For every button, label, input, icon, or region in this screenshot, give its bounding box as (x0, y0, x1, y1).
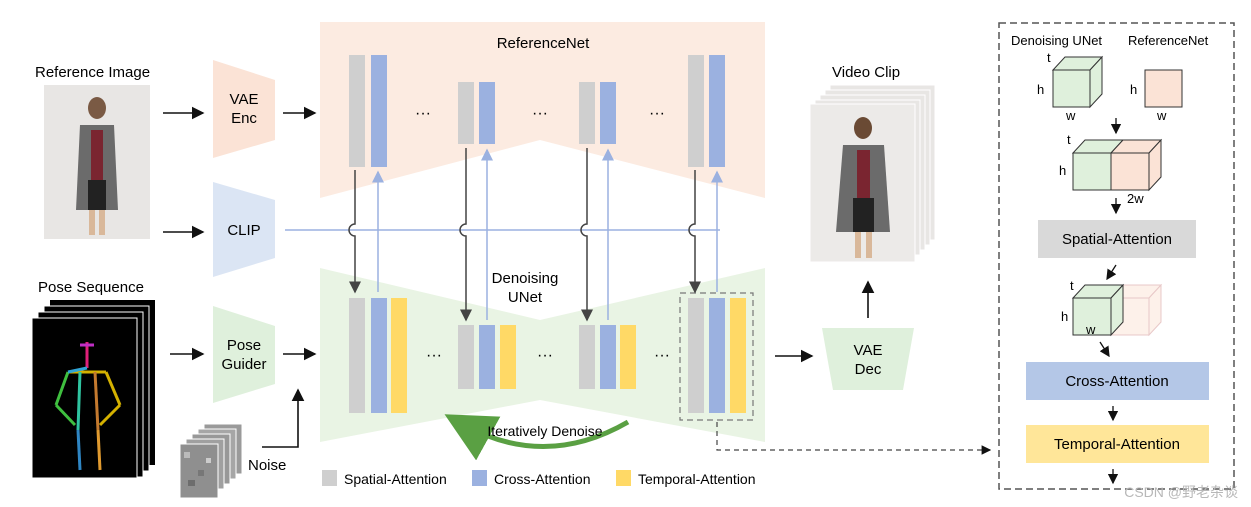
refnet-ellipsis-1: ··· (415, 105, 431, 122)
detail-temporal-attention-label: Temporal-Attention (1054, 436, 1180, 453)
unet-layers (349, 298, 746, 413)
unet-hourglass (320, 268, 765, 442)
unet-ellipsis-1: ··· (426, 347, 442, 364)
vae-dec-label-2: Dec (855, 361, 882, 378)
vae-enc-block (213, 60, 275, 158)
video-clip-stack (809, 84, 936, 263)
vae-dec-block (822, 328, 914, 390)
pose-sequence-label: Pose Sequence (38, 279, 144, 296)
clip-label: CLIP (227, 222, 260, 239)
legend-swatch-temporal (616, 470, 631, 486)
unet-title-2: UNet (508, 289, 543, 306)
vae-enc-label-1: VAE (230, 91, 259, 108)
legend-swatch-cross (472, 470, 487, 486)
unet-feature-cube (1051, 55, 1104, 109)
detail-temporal-attention-box (1026, 425, 1209, 463)
legend-label-spatial: Spatial-Attention (344, 471, 447, 487)
video-clip-label: Video Clip (832, 64, 900, 81)
vae-dec-label-1: VAE (854, 342, 883, 359)
noise-label: Noise (248, 457, 286, 474)
split-feature-cube (1071, 283, 1163, 337)
cube1-w: w (1065, 108, 1076, 123)
reference-image (44, 85, 150, 239)
unet-title-1: Denoising (492, 270, 559, 287)
square-w: w (1156, 108, 1167, 123)
cube1-t: t (1047, 50, 1051, 65)
unet-ellipsis-2: ··· (537, 347, 553, 364)
iterative-denoise-label: Iteratively Denoise (487, 423, 602, 439)
refnet-feature-square (1144, 69, 1183, 108)
legend-label-cross: Cross-Attention (494, 471, 590, 487)
cube3-t: t (1070, 278, 1074, 293)
refnet-ellipsis-3: ··· (649, 105, 665, 122)
refnet-ellipsis-2: ··· (532, 105, 548, 122)
vae-enc-label-2: Enc (231, 110, 257, 127)
cube1-h: h (1037, 82, 1044, 97)
arrow-noise-to-unet (262, 388, 305, 448)
detail-spatial-attention-label: Spatial-Attention (1062, 231, 1172, 248)
cube2-t: t (1067, 132, 1071, 147)
noise-stack (179, 423, 243, 499)
detail-refnet-title: ReferenceNet (1128, 33, 1209, 48)
concat-feature-cube (1071, 138, 1163, 192)
reference-image-label: Reference Image (35, 64, 150, 81)
detail-arrow-3 (1106, 264, 1117, 281)
watermark: CSDN @野老杂谈 (1124, 484, 1238, 500)
referencenet-hourglass (320, 22, 765, 198)
pose-sequence-stack (31, 300, 155, 479)
refnet-to-unet-arrows (348, 148, 723, 322)
pose-skeleton (54, 342, 122, 471)
pose-guider-label-2: Guider (221, 356, 266, 373)
unet-ellipsis-3: ··· (654, 347, 670, 364)
detail-unet-title: Denoising UNet (1011, 33, 1102, 48)
detail-cross-attention-label: Cross-Attention (1065, 373, 1168, 390)
pose-guider-label-1: Pose (227, 337, 261, 354)
detail-arrow-4 (1099, 341, 1110, 358)
pose-guider-block (213, 306, 275, 403)
legend-swatch-spatial (322, 470, 337, 486)
clip-block (213, 182, 275, 277)
square-h: h (1130, 82, 1137, 97)
detail-cross-attention-box (1026, 362, 1209, 400)
cube3-w: w (1085, 322, 1096, 337)
detail-spatial-attention-box (1038, 220, 1196, 258)
legend-label-temporal: Temporal-Attention (638, 471, 756, 487)
detail-connector (716, 422, 992, 455)
cube3-h: h (1061, 309, 1068, 324)
referencenet-title: ReferenceNet (497, 35, 590, 52)
detail-panel-border (998, 22, 1235, 490)
referencenet-layers (349, 55, 725, 167)
cube2-2w: 2w (1127, 191, 1144, 206)
iterative-denoise-arrow (444, 414, 630, 461)
legend: Spatial-Attention Cross-Attention Tempor… (322, 470, 756, 487)
cube2-h: h (1059, 163, 1066, 178)
